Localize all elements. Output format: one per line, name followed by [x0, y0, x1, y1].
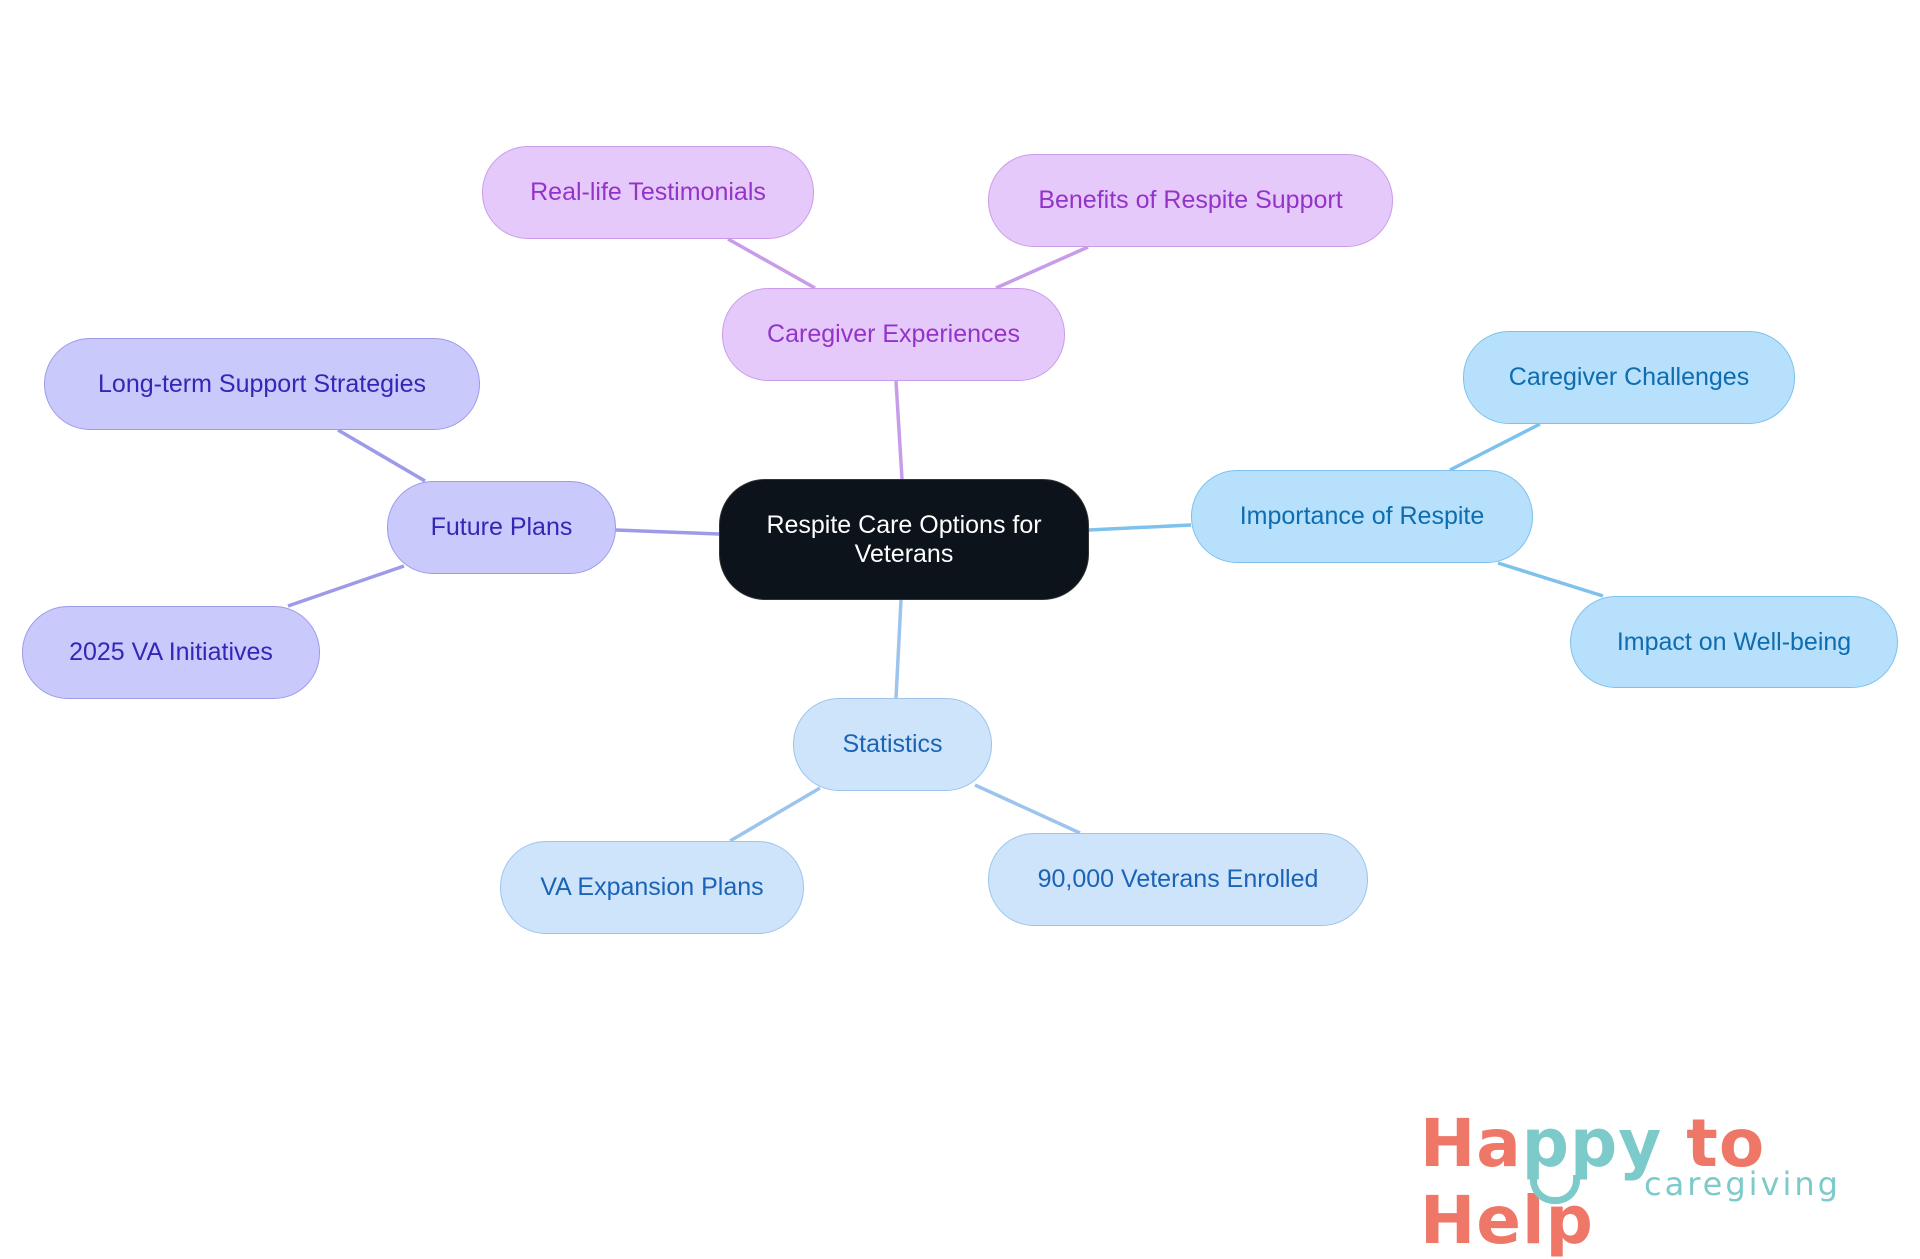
- edge-importance-challenges: [1449, 422, 1541, 472]
- edge-statistics-va-expansion: [729, 786, 821, 843]
- node-benefits-of-respite-support[interactable]: Benefits of Respite Support: [988, 154, 1393, 247]
- happy-to-help-logo: Happy to Help caregiving: [1420, 1105, 1880, 1259]
- connector-lines: [287, 237, 1604, 843]
- node-caregiver-experiences[interactable]: Caregiver Experiences: [722, 288, 1065, 381]
- node-caregiver-challenges[interactable]: Caregiver Challenges: [1463, 331, 1795, 424]
- logo-subtitle: caregiving: [1644, 1165, 1841, 1203]
- edge-root-caregiver-experiences: [894, 380, 904, 480]
- node-impact-on-well-being[interactable]: Impact on Well-being: [1570, 596, 1898, 688]
- edge-caregiver-testimonials: [727, 237, 816, 290]
- node-real-life-testimonials[interactable]: Real-life Testimonials: [482, 146, 814, 239]
- edge-future-2025: [287, 564, 405, 608]
- node-90000-veterans-enrolled[interactable]: 90,000 Veterans Enrolled: [988, 833, 1368, 926]
- node-long-term-support-strategies[interactable]: Long-term Support Strategies: [44, 338, 480, 430]
- node-statistics[interactable]: Statistics: [793, 698, 992, 791]
- node-importance-of-respite[interactable]: Importance of Respite: [1191, 470, 1533, 563]
- node-va-expansion-plans[interactable]: VA Expansion Plans: [500, 841, 804, 934]
- edge-future-longterm: [337, 428, 426, 483]
- node-2025-va-initiatives[interactable]: 2025 VA Initiatives: [22, 606, 320, 699]
- root-node[interactable]: Respite Care Options for Veterans: [719, 479, 1089, 600]
- edge-caregiver-benefits: [995, 245, 1089, 290]
- smile-icon: [1530, 1175, 1580, 1204]
- logo-text-ha: Ha: [1420, 1105, 1522, 1182]
- node-future-plans[interactable]: Future Plans: [387, 481, 616, 574]
- edge-root-statistics: [894, 599, 903, 699]
- edge-root-future-plans: [615, 528, 720, 536]
- edge-statistics-enrolled: [974, 783, 1081, 835]
- logo-text-ppy: ppy: [1521, 1105, 1663, 1182]
- edge-importance-impact: [1497, 561, 1604, 598]
- edge-root-importance: [1088, 523, 1192, 532]
